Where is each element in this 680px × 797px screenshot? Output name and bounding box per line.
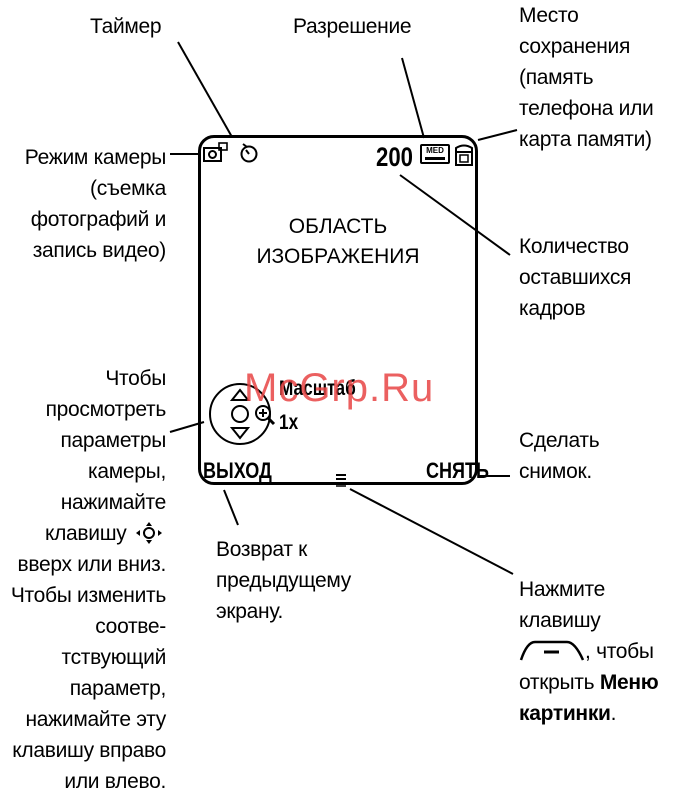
- storage-leader: [477, 129, 518, 141]
- take-photo-line: снимок.: [519, 460, 592, 483]
- soft-key-icon: [519, 640, 585, 661]
- storage-label: Место сохранения (память телефона или ка…: [519, 0, 654, 155]
- camera-mode-line: фотографий и: [30, 208, 167, 231]
- shots-leader: [399, 174, 511, 256]
- back-label: Возврат к предыдущему экрану.: [216, 534, 351, 627]
- softkey-capture[interactable]: СНЯТЬ: [426, 458, 490, 483]
- navigation-key-icon: [136, 522, 162, 544]
- camera-mode-label: Режим камеры (съемка фотографий и запись…: [24, 142, 167, 266]
- zoom-label: Масштаб: [279, 377, 356, 400]
- camera-mode-line: Режим камеры: [24, 146, 167, 169]
- shots-left-line: Количество: [519, 235, 629, 258]
- menu-line: картинки.: [519, 702, 617, 725]
- view-settings-line: нажимайте: [60, 491, 167, 514]
- view-settings-line: параметр,: [69, 677, 167, 700]
- view-settings-line: вверх или вниз.: [17, 553, 166, 576]
- timer-leader: [177, 41, 233, 138]
- shots-count: 200: [376, 142, 413, 172]
- view-settings-line: Чтобы изменить: [10, 584, 166, 607]
- camera-mode-line: запись видео): [32, 239, 167, 262]
- menu-line: открыть Меню: [519, 671, 659, 694]
- view-settings-line: нажимайте эту: [25, 708, 166, 731]
- back-line: предыдущему: [216, 569, 351, 592]
- menu-line: Нажмите: [519, 578, 606, 601]
- menu-key-icon[interactable]: [335, 473, 347, 487]
- phone-screen: 200 MED ОБЛАСТЬ ИЗОБРАЖЕНИЯ Масштаб 1x В…: [198, 135, 489, 487]
- view-settings-line: тствующий: [61, 646, 167, 669]
- back-leader: [223, 489, 239, 526]
- image-area-label: ОБЛАСТЬ ИЗОБРАЖЕНИЯ: [201, 212, 475, 272]
- storage-line: сохранения: [519, 35, 631, 58]
- resolution-bar: [425, 157, 445, 160]
- timer-label: Таймер: [90, 15, 162, 38]
- softkey-exit[interactable]: ВЫХОД: [203, 458, 272, 483]
- camera-mode-line: (съемка: [90, 177, 166, 200]
- menu-line: клавишу: [519, 609, 601, 632]
- storage-line: (память: [519, 66, 594, 89]
- view-settings-line: параметры: [60, 429, 166, 452]
- image-area-line: ИЗОБРАЖЕНИЯ: [256, 245, 420, 268]
- view-settings-line: просмотреть: [45, 398, 167, 421]
- view-settings-line: камеры,: [88, 460, 166, 483]
- back-line: экрану.: [216, 600, 283, 623]
- view-settings-line: клавишу вправо: [12, 739, 166, 762]
- view-settings-line: или влево.: [64, 770, 166, 793]
- storage-icon: [455, 144, 473, 166]
- zoom-icon: [255, 405, 276, 426]
- menu-line: , чтобы: [519, 636, 658, 667]
- resolution-label: Разрешение: [293, 15, 412, 38]
- back-line: Возврат к: [216, 538, 308, 561]
- shots-left-line: кадров: [519, 297, 586, 320]
- camera-mode-icon: [203, 142, 228, 162]
- storage-line: Место: [519, 4, 579, 27]
- storage-line: телефона или: [519, 97, 654, 120]
- image-area-line: ОБЛАСТЬ: [288, 215, 388, 238]
- shots-left-label: Количество оставшихся кадров: [519, 231, 631, 324]
- menu-leader: [349, 488, 514, 575]
- take-photo-label: Сделать снимок.: [519, 425, 600, 487]
- resolution-leader: [401, 57, 425, 139]
- shots-left-line: оставшихся: [519, 266, 632, 289]
- watermark: McGrp.Ru: [244, 366, 435, 410]
- storage-line: карта памяти): [519, 128, 652, 151]
- view-settings-line: клавишу: [11, 518, 166, 549]
- view-settings-line: соотве-: [95, 615, 166, 638]
- zoom-value: 1x: [279, 411, 299, 434]
- resolution-badge: MED: [426, 146, 444, 155]
- view-settings-label: Чтобы просмотреть параметры камеры, нажи…: [11, 363, 166, 797]
- menu-label: Нажмите клавишу , чтобы открыть Меню кар…: [519, 574, 659, 729]
- timer-icon: [240, 143, 258, 163]
- take-photo-line: Сделать: [519, 429, 600, 452]
- resolution-icon: MED: [420, 144, 450, 164]
- view-settings-line: Чтобы: [105, 367, 166, 390]
